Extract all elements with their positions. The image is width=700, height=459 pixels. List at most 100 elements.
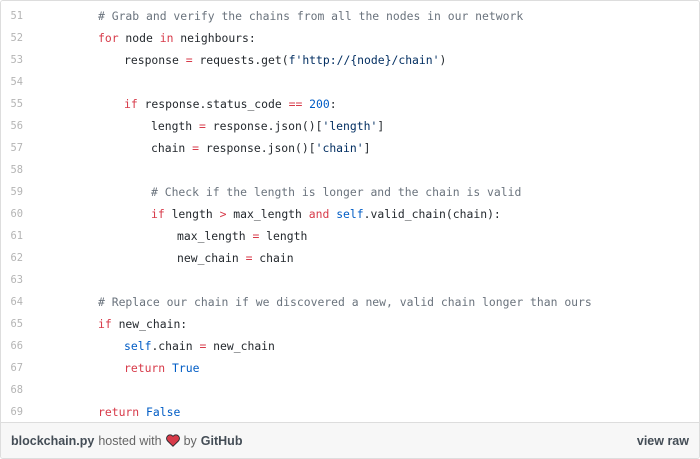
code-text: return False [98, 405, 180, 419]
line-number[interactable]: 61 [10, 230, 23, 242]
code-token: requests.get( [192, 53, 289, 67]
by-text: by [183, 433, 197, 448]
code-token: chain [252, 251, 294, 265]
code-line: 69 return False [1, 401, 699, 423]
code-line: 61 max_length = length [1, 225, 699, 247]
code-token: self [336, 207, 364, 221]
code-token: : [329, 97, 337, 111]
code-token: and [308, 207, 330, 221]
code-token: == [288, 97, 303, 111]
code-text: max_length = length [177, 229, 307, 243]
code-token: True [172, 361, 200, 375]
code-token: chain [151, 141, 193, 155]
code-token: response.json()[ [199, 141, 316, 155]
code-line: 62 new_chain = chain [1, 247, 699, 269]
line-number[interactable]: 66 [10, 340, 23, 352]
code-token: max_length [226, 207, 309, 221]
line-number[interactable]: 56 [10, 120, 23, 132]
code-token: .chain [151, 339, 200, 353]
code-view: 51 # Grab and verify the chains from all … [1, 1, 699, 423]
gist-actions: view raw [637, 434, 699, 448]
code-text: return True [124, 361, 199, 375]
code-line: 52 for node in neighbours: [1, 27, 699, 49]
github-link[interactable]: GitHub [200, 433, 243, 448]
gist-footer: blockchain.py hosted with by GitHub view… [1, 422, 699, 458]
gist-meta: blockchain.py hosted with by GitHub [1, 434, 242, 448]
line-number[interactable]: 62 [10, 252, 23, 264]
code-token: # Replace our chain if we discovered a n… [98, 295, 592, 309]
code-line: 54 [1, 71, 699, 93]
code-token: = [192, 141, 200, 155]
code-text: if new_chain: [98, 317, 187, 331]
line-number[interactable]: 53 [10, 54, 23, 66]
code-token: 200 [309, 97, 330, 111]
code-token: neighbours: [173, 31, 256, 45]
code-line: 63 [1, 269, 699, 291]
code-token: return [124, 361, 166, 375]
line-number[interactable]: 69 [10, 406, 23, 418]
code-line: 64 # Replace our chain if we discovered a… [1, 291, 699, 313]
code-token: response.json()[ [205, 119, 323, 133]
code-line: 67 return True [1, 357, 699, 379]
line-number[interactable]: 57 [10, 142, 23, 154]
code-token: response [124, 53, 186, 67]
line-number[interactable]: 64 [10, 296, 23, 308]
line-number[interactable]: 67 [10, 362, 23, 374]
code-token: > [219, 207, 227, 221]
code-token: 'chain' [315, 141, 364, 155]
code-line: 60 if length > max_length and self.valid_… [1, 203, 699, 225]
code-text: self.chain = new_chain [124, 339, 275, 353]
code-text: # Grab and verify the chains from all th… [98, 9, 523, 23]
code-token: response.status_code [137, 97, 289, 111]
code-token: ] [377, 119, 385, 133]
code-token: new_chain: [111, 317, 188, 331]
line-number[interactable]: 63 [10, 274, 23, 286]
code-line: 59 # Check if the length is longer and th… [1, 181, 699, 203]
line-number[interactable]: 54 [10, 76, 23, 88]
filename-link[interactable]: blockchain.py [11, 433, 95, 448]
code-token: = [245, 251, 253, 265]
code-token: if [151, 207, 165, 221]
code-token: length [151, 119, 200, 133]
code-token: new_chain [206, 339, 275, 353]
line-number[interactable]: 52 [10, 32, 23, 44]
code-line: 53 response = requests.get(f'http://{node… [1, 49, 699, 71]
code-token [139, 405, 146, 419]
code-token: f'http://{node}/chain' [288, 53, 440, 67]
code-text: # Replace our chain if we discovered a n… [98, 295, 592, 309]
line-number[interactable]: 60 [10, 208, 23, 220]
code-text: response = requests.get(f'http://{node}/… [124, 53, 446, 67]
line-number[interactable]: 59 [10, 186, 23, 198]
code-token: new_chain [177, 251, 246, 265]
code-token: = [185, 53, 193, 67]
code-token: return [98, 405, 140, 419]
code-token: node [118, 31, 160, 45]
code-text: new_chain = chain [177, 251, 294, 265]
line-number[interactable]: 55 [10, 98, 23, 110]
line-number[interactable]: 51 [10, 10, 23, 22]
code-token: .valid_chain(chain): [363, 207, 501, 221]
line-number[interactable]: 65 [10, 318, 23, 330]
code-token: = [199, 339, 207, 353]
code-token: = [252, 229, 260, 243]
code-token: # Grab and verify the chains from all th… [98, 9, 524, 23]
code-text: for node in neighbours: [98, 31, 256, 45]
code-token [165, 361, 172, 375]
code-token: False [146, 405, 181, 419]
view-raw-link[interactable]: view raw [636, 433, 689, 448]
line-number[interactable]: 68 [10, 384, 23, 396]
code-text: if response.status_code == 200: [124, 97, 337, 111]
code-line: 66 self.chain = new_chain [1, 335, 699, 357]
code-text: # Check if the length is longer and the … [151, 185, 521, 199]
code-token: if [98, 317, 112, 331]
line-number[interactable]: 58 [10, 164, 23, 176]
code-token: # Check if the length is longer and the … [151, 185, 522, 199]
code-token: for [98, 31, 119, 45]
code-line: 68 [1, 379, 699, 401]
code-line: 65 if new_chain: [1, 313, 699, 335]
code-text: if length > max_length and self.valid_ch… [151, 207, 501, 221]
code-token: = [199, 119, 206, 133]
code-line: 58 [1, 159, 699, 181]
